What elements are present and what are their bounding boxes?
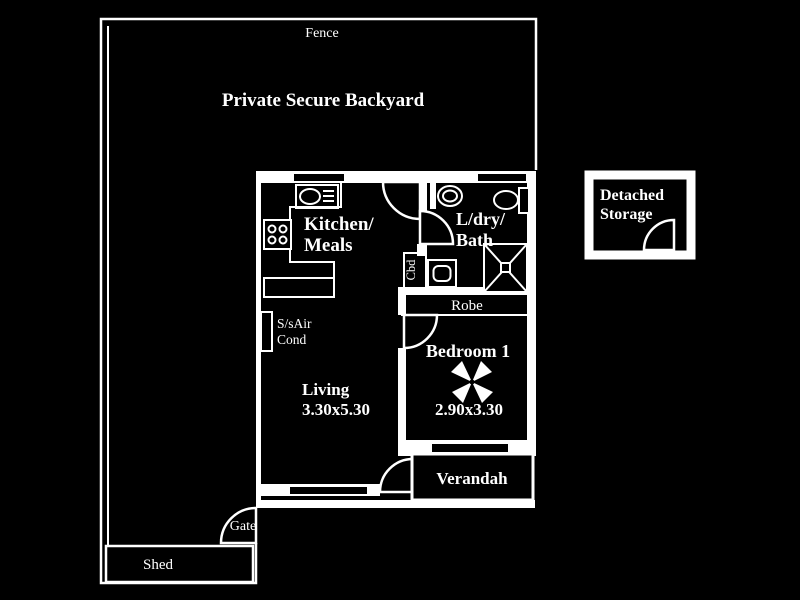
kitchen-label-line1: Kitchen/ [304,214,374,235]
window [290,487,367,494]
living-label: Living [302,380,350,399]
window [294,174,344,181]
storage-door-arc [642,218,676,252]
fence: Fence Private Secure Backyard [99,17,538,585]
bench-island [263,277,335,298]
verandah: Verandah [410,452,535,502]
window [432,444,508,452]
living-dims: 3.30x5.30 [302,400,370,419]
verandah-outline [410,452,535,502]
wall-kitchen-bath-lower [417,244,427,256]
kitchen-meals: Kitchen/ Meals [263,183,374,298]
wall-west [256,171,261,508]
detached-storage: Detached Storage [584,170,696,260]
laundry-label-line2: Bath [456,230,493,250]
shed-outline [104,544,255,584]
window [478,174,526,181]
cupboard: Cbd [403,252,427,289]
cupboard-label: Cbd [404,259,418,281]
wall-living-bedroom-lower [398,348,406,456]
aircon-unit-outline [260,311,273,352]
robe: Robe [401,292,534,316]
bedroom-dims: 2.90x3.30 [435,400,503,419]
wall-basin-nook [430,181,436,209]
storage-walls [584,170,696,260]
aircon-label-line2: Cond [277,332,307,347]
gate: Gate [219,506,258,545]
bench-edge-lower [289,249,335,278]
storage-label-line1: Detached [600,187,664,204]
robe-label: Robe [451,298,483,314]
toilet-icon [493,187,530,214]
kitchen-label-line2: Meals [304,235,353,256]
laundry-bath: L/dry/ Bath Cbd [403,185,530,293]
basin-icon [437,185,463,207]
wall-bath-south [398,287,535,295]
gate-door-arc [219,506,258,545]
shed-label: Shed [143,557,174,573]
bedroom-label: Bedroom 1 [426,341,510,361]
ceiling-fan-icon [451,361,493,403]
wall-east [527,171,536,456]
verandah-label: Verandah [436,469,508,488]
bath-door-arc [418,209,455,246]
shed: Shed [104,544,255,584]
laundry-label-line1: L/dry/ [456,209,506,229]
gate-label: Gate [230,519,256,534]
cooktop-icon [263,219,292,250]
wall-kitchen-bath-upper [417,171,427,211]
fence-label: Fence [305,26,338,41]
bedroom-1: Bedroom 1 2.90x3.30 [426,341,510,419]
storage-label-line2: Storage [600,206,652,223]
shower-icon [483,243,528,293]
entry-door-arc [381,180,422,221]
bedroom-door-arc [402,313,439,350]
aircon-label-line1: S/sAir [277,316,312,331]
sink-icon [295,184,339,209]
living: S/sAir Cond Living 3.30x5.30 [260,311,370,419]
edge-strip-south [256,500,535,508]
cupboard-outline [403,252,427,289]
fence-outer-line [99,17,538,585]
backyard-label: Private Secure Backyard [222,90,425,111]
trough-icon [427,259,457,288]
robe-outline [401,292,534,316]
